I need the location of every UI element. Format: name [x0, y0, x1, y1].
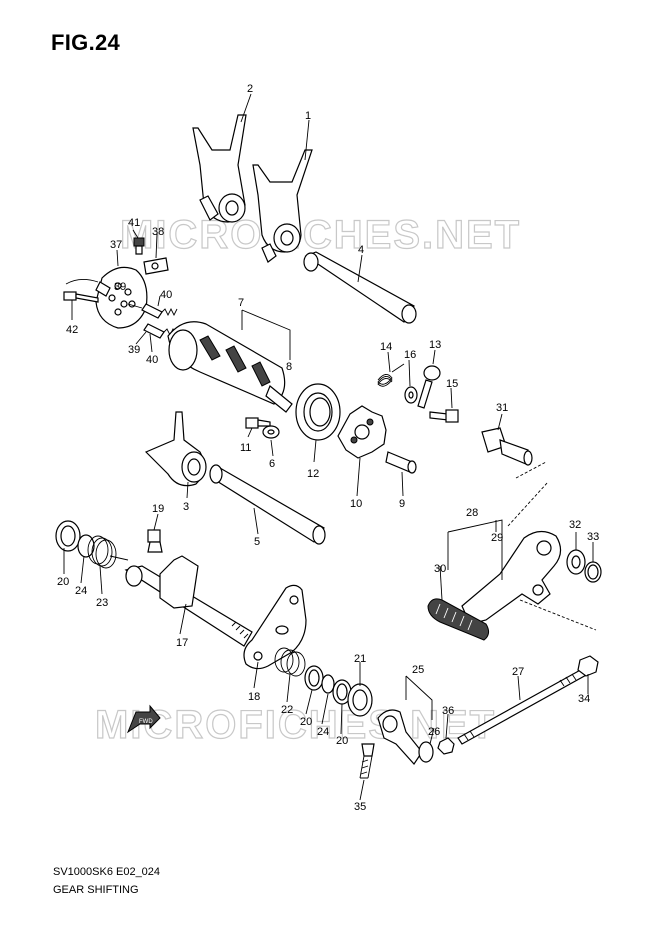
fwd-label: FWD [139, 719, 153, 725]
callout-39b: 39 [128, 344, 140, 356]
callout-8: 8 [286, 361, 292, 373]
callout-32: 32 [569, 519, 581, 531]
shift-arm-18 [243, 584, 307, 670]
bolt-41 [133, 237, 145, 255]
figure-code: SV1000SK6 E02_024 [53, 866, 161, 878]
figure-name: GEAR SHIFTING [53, 884, 139, 896]
callout-labels: 1 2 3 4 5 6 7 8 9 10 11 12 13 14 15 16 1… [57, 83, 599, 813]
fork-shaft-5 [209, 464, 326, 545]
callout-19: 19 [152, 503, 164, 515]
bolt-35 [359, 743, 375, 779]
washer-24-mid [321, 674, 335, 694]
fwd-arrow-icon: FWD [126, 704, 161, 734]
washer-24-top [77, 534, 95, 558]
pin-9 [385, 451, 417, 474]
callout-30: 30 [434, 563, 446, 575]
callout-25: 25 [412, 664, 424, 676]
oil-seal-21 [347, 683, 373, 717]
fork-shaft-4 [303, 251, 417, 324]
bolt-19 [147, 529, 163, 553]
callout-37: 37 [110, 239, 122, 251]
callout-36: 36 [442, 705, 454, 717]
callout-34: 34 [578, 693, 590, 705]
callout-14: 14 [380, 341, 392, 353]
callout-13: 13 [429, 339, 441, 351]
callout-23: 23 [96, 597, 108, 609]
shift-fork-1 [252, 149, 313, 263]
callout-11: 11 [240, 442, 251, 454]
gasket-38 [143, 257, 169, 275]
callout-40a: 40 [160, 289, 172, 301]
callout-2: 2 [247, 83, 253, 95]
callout-22: 22 [281, 704, 293, 716]
nut-34 [577, 655, 599, 677]
shift-fork-3 [144, 411, 207, 487]
shift-shaft-17 [124, 555, 253, 647]
callout-20a: 20 [57, 576, 69, 588]
callout-12: 12 [307, 468, 319, 480]
callout-1: 1 [305, 110, 311, 122]
callout-38: 38 [152, 226, 164, 238]
watermark-bottom: MICROFICHES.NET [95, 703, 496, 747]
callout-28: 28 [466, 507, 478, 519]
callout-39a: 39 [114, 281, 126, 293]
callout-41: 41 [128, 217, 140, 229]
leader-lines [63, 93, 597, 801]
callout-21: 21 [354, 653, 366, 665]
cam-plate-10 [337, 405, 387, 459]
callout-40b: 40 [146, 354, 158, 366]
circlip-20-top [55, 520, 81, 552]
bearing-12 [295, 383, 341, 441]
callout-35: 35 [354, 801, 366, 813]
callout-29: 29 [491, 532, 503, 544]
shift-fork-2 [192, 114, 247, 223]
callout-26: 26 [428, 726, 440, 738]
callout-42: 42 [66, 324, 78, 336]
washer-6 [262, 425, 280, 439]
callout-7: 7 [238, 297, 244, 309]
callout-16: 16 [404, 349, 416, 361]
circlip-33 [584, 561, 602, 583]
cam-stopper-37 [65, 266, 148, 329]
callout-27: 27 [512, 666, 524, 678]
callout-6: 6 [269, 458, 275, 470]
washer-16 [404, 386, 418, 404]
circlip-20-mid [304, 665, 324, 691]
bolt-42 [63, 291, 99, 303]
shift-cam-7 [167, 321, 293, 413]
shift-lever-25 [377, 709, 434, 765]
nut-36 [437, 737, 455, 755]
stopper-arm-13 [417, 365, 441, 409]
washer-32 [566, 549, 586, 575]
figure-title: FIG.24 [51, 30, 121, 55]
callout-17: 17 [176, 637, 188, 649]
pivot-bolt-31 [481, 427, 533, 466]
callout-33: 33 [587, 531, 599, 543]
callout-3: 3 [183, 501, 189, 513]
gearshift-lever-28 [461, 530, 562, 625]
callout-15: 15 [446, 378, 458, 390]
callout-5: 5 [254, 536, 260, 548]
spring-23 [87, 535, 129, 569]
callout-24a: 24 [75, 585, 87, 597]
footpeg-30 [427, 598, 490, 641]
callout-18: 18 [248, 691, 260, 703]
spring-14 [377, 363, 405, 387]
callout-31: 31 [496, 402, 508, 414]
watermark-top: MICROFICHES.NET [120, 213, 521, 257]
callout-4: 4 [358, 244, 364, 256]
callout-9: 9 [399, 498, 405, 510]
callout-20c: 20 [336, 735, 348, 747]
bolt-15 [429, 409, 459, 423]
callout-10: 10 [350, 498, 362, 510]
callout-24b: 24 [317, 726, 329, 738]
callout-20b: 20 [300, 716, 312, 728]
